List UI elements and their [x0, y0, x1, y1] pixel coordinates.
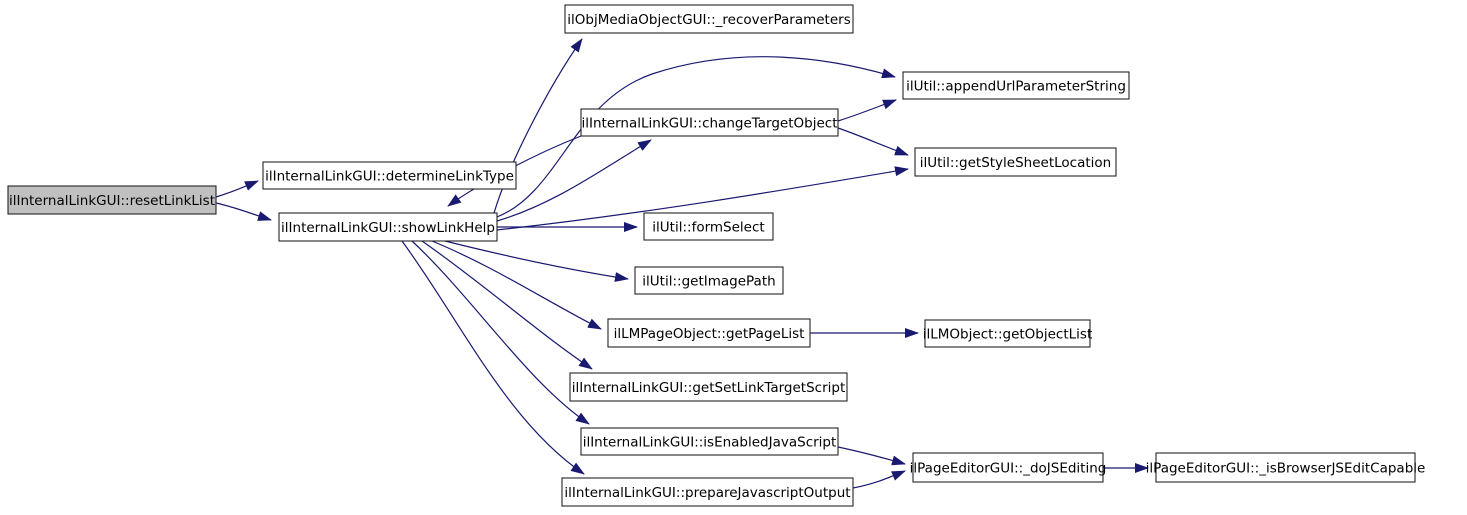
node-label-determineLinkType: ilInternalLinkGUI::determineLinkType: [265, 169, 514, 185]
edge-changeTargetObject-to-appendUrlParameterString: [837, 99, 897, 122]
graph-node-doJSEditing[interactable]: ilPageEditorGUI::_doJSEditing: [910, 452, 1107, 483]
graph-node-appendUrlParameterString[interactable]: ilUtil::appendUrlParameterString: [902, 71, 1130, 100]
graph-node-getStyleSheetLocation[interactable]: ilUtil::getStyleSheetLocation: [914, 147, 1117, 177]
node-label-isBrowserJSEditCapable: ilPageEditorGUI::_isBrowserJSEditCapable: [1146, 461, 1426, 477]
edge-changeTargetObject-to-getStyleSheetLocation: [837, 127, 909, 156]
node-label-isEnabledJavaScript: ilInternalLinkGUI::isEnabledJavaScript: [583, 435, 837, 451]
graph-node-changeTargetObject[interactable]: ilInternalLinkGUI::changeTargetObject: [580, 108, 839, 137]
node-box-prepareJavascriptOutput[interactable]: [561, 477, 854, 507]
node-label-formSelect: ilUtil::formSelect: [652, 220, 764, 236]
node-label-appendUrlParameterString: ilUtil::appendUrlParameterString: [906, 79, 1126, 95]
edge-resetLinkList-to-determineLinkType: [215, 180, 259, 198]
node-box-getStyleSheetLocation[interactable]: [914, 147, 1117, 177]
edge-showLinkHelp-to-recoverParameters: [493, 38, 583, 214]
node-label-resetLinkList: ilInternalLinkGUI::resetLinkList: [9, 193, 215, 209]
node-box-formSelect[interactable]: [643, 212, 774, 241]
node-box-getObjectList[interactable]: [924, 319, 1091, 348]
node-label-getStyleSheetLocation: ilUtil::getStyleSheetLocation: [920, 155, 1111, 171]
node-label-showLinkHelp: ilInternalLinkGUI::showLinkHelp: [281, 220, 495, 236]
graph-node-getSetLinkTargetScript[interactable]: ilInternalLinkGUI::getSetLinkTargetScrip…: [569, 372, 848, 402]
edge-showLinkHelp-to-changeTargetObject: [496, 139, 652, 222]
node-box-showLinkHelp[interactable]: [278, 212, 498, 242]
node-box-getImagePath[interactable]: [634, 266, 784, 295]
graph-node-isEnabledJavaScript[interactable]: ilInternalLinkGUI::isEnabledJavaScript: [580, 427, 839, 456]
graph-node-isBrowserJSEditCapable[interactable]: ilPageEditorGUI::_isBrowserJSEditCapable: [1146, 452, 1426, 483]
edge-showLinkHelp-to-getPageList: [431, 240, 602, 330]
graph-node-getImagePath[interactable]: ilUtil::getImagePath: [634, 266, 784, 295]
graph-node-prepareJavascriptOutput[interactable]: ilInternalLinkGUI::prepareJavascriptOutp…: [561, 477, 854, 507]
node-box-recoverParameters[interactable]: [564, 4, 854, 34]
node-label-getPageList: ilLMPageObject::getPageList: [614, 326, 805, 342]
node-box-isBrowserJSEditCapable[interactable]: [1155, 452, 1416, 483]
edge-prepareJavascriptOutput-to-doJSEditing: [852, 470, 906, 489]
node-box-resetLinkList[interactable]: [7, 185, 217, 215]
edge-showLinkHelp-to-getStyleSheetLocation: [496, 166, 909, 231]
edge-isEnabledJavaScript-to-doJSEditing: [837, 446, 906, 466]
node-box-getSetLinkTargetScript[interactable]: [569, 372, 848, 402]
graph-node-showLinkHelp[interactable]: ilInternalLinkGUI::showLinkHelp: [278, 212, 498, 242]
node-box-getPageList[interactable]: [607, 318, 811, 348]
edge-showLinkHelp-to-appendUrlParameterString: [496, 56, 896, 218]
node-label-getImagePath: ilUtil::getImagePath: [642, 274, 775, 290]
node-label-recoverParameters: ilObjMediaObjectGUI::_recoverParameters: [567, 12, 851, 28]
node-label-getSetLinkTargetScript: ilInternalLinkGUI::getSetLinkTargetScrip…: [572, 380, 846, 396]
node-label-prepareJavascriptOutput: ilInternalLinkGUI::prepareJavascriptOutp…: [564, 485, 850, 501]
graph-node-getObjectList[interactable]: ilLMObject::getObjectList: [923, 319, 1092, 348]
graph-node-getPageList[interactable]: ilLMPageObject::getPageList: [607, 318, 811, 348]
edge-showLinkHelp-to-getSetLinkTargetScript: [421, 240, 593, 370]
graph-node-formSelect[interactable]: ilUtil::formSelect: [643, 212, 774, 241]
edge-showLinkHelp-to-isEnabledJavaScript: [411, 240, 590, 425]
node-label-getObjectList: ilLMObject::getObjectList: [923, 327, 1092, 343]
node-box-changeTargetObject[interactable]: [580, 108, 839, 137]
edge-showLinkHelp-to-getImagePath: [444, 240, 629, 282]
node-layer: ilInternalLinkGUI::resetLinkListilIntern…: [7, 4, 1426, 507]
node-label-changeTargetObject: ilInternalLinkGUI::changeTargetObject: [581, 116, 837, 132]
edge-resetLinkList-to-showLinkHelp: [215, 202, 272, 221]
node-label-doJSEditing: ilPageEditorGUI::_doJSEditing: [910, 461, 1107, 477]
node-box-determineLinkType[interactable]: [262, 161, 517, 190]
graph-node-recoverParameters[interactable]: ilObjMediaObjectGUI::_recoverParameters: [564, 4, 854, 34]
graph-node-resetLinkList[interactable]: ilInternalLinkGUI::resetLinkList: [7, 185, 217, 215]
node-box-isEnabledJavaScript[interactable]: [580, 427, 839, 456]
graph-node-determineLinkType[interactable]: ilInternalLinkGUI::determineLinkType: [262, 161, 517, 190]
node-box-doJSEditing[interactable]: [912, 452, 1104, 483]
node-box-appendUrlParameterString[interactable]: [902, 71, 1130, 100]
edge-layer: [215, 38, 1149, 489]
edge-showLinkHelp-to-prepareJavascriptOutput: [401, 240, 585, 475]
